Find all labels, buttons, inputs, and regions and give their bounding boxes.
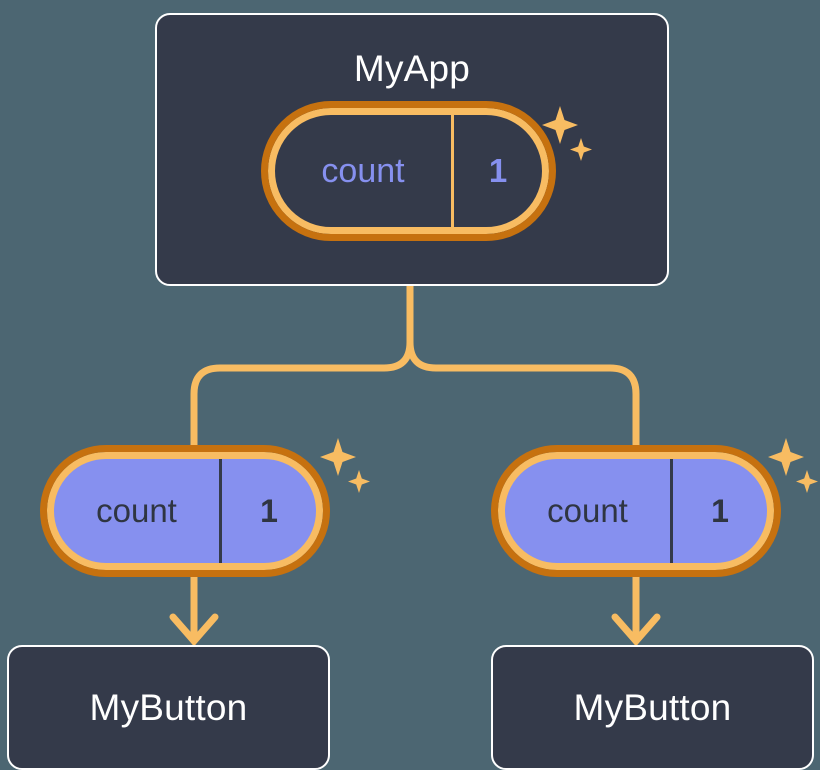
- state-pill-left[interactable]: count 1: [40, 445, 330, 577]
- sparkle-group-left: [316, 436, 372, 505]
- state-value-label: 1: [260, 492, 278, 529]
- state-key-label: count: [96, 492, 177, 529]
- node-label: MyButton: [89, 686, 248, 728]
- page-title: MyApp: [353, 48, 471, 89]
- sparkle-icon: [320, 438, 356, 476]
- arrow-down-icon-left: [169, 613, 219, 647]
- connector-root-to-right: [406, 282, 640, 464]
- state-key-label: count: [547, 492, 628, 529]
- state-pill-myapp[interactable]: count 1: [261, 101, 556, 241]
- node-mybutton-right[interactable]: MyButton: [491, 645, 814, 770]
- arrow-down-icon-right: [611, 613, 661, 647]
- state-value-label: 1: [488, 152, 508, 189]
- pill-divider: [451, 115, 454, 227]
- state-key-label: count: [321, 151, 405, 190]
- node-label: MyButton: [573, 686, 732, 728]
- sparkle-small-icon: [796, 470, 818, 493]
- pill-divider: [219, 459, 222, 563]
- pill-divider: [670, 459, 673, 563]
- sparkle-small-icon: [348, 470, 370, 493]
- node-mybutton-left[interactable]: MyButton: [7, 645, 330, 770]
- connector-root-to-left: [190, 282, 414, 464]
- state-value-label: 1: [711, 492, 729, 529]
- state-pill-right[interactable]: count 1: [491, 445, 781, 577]
